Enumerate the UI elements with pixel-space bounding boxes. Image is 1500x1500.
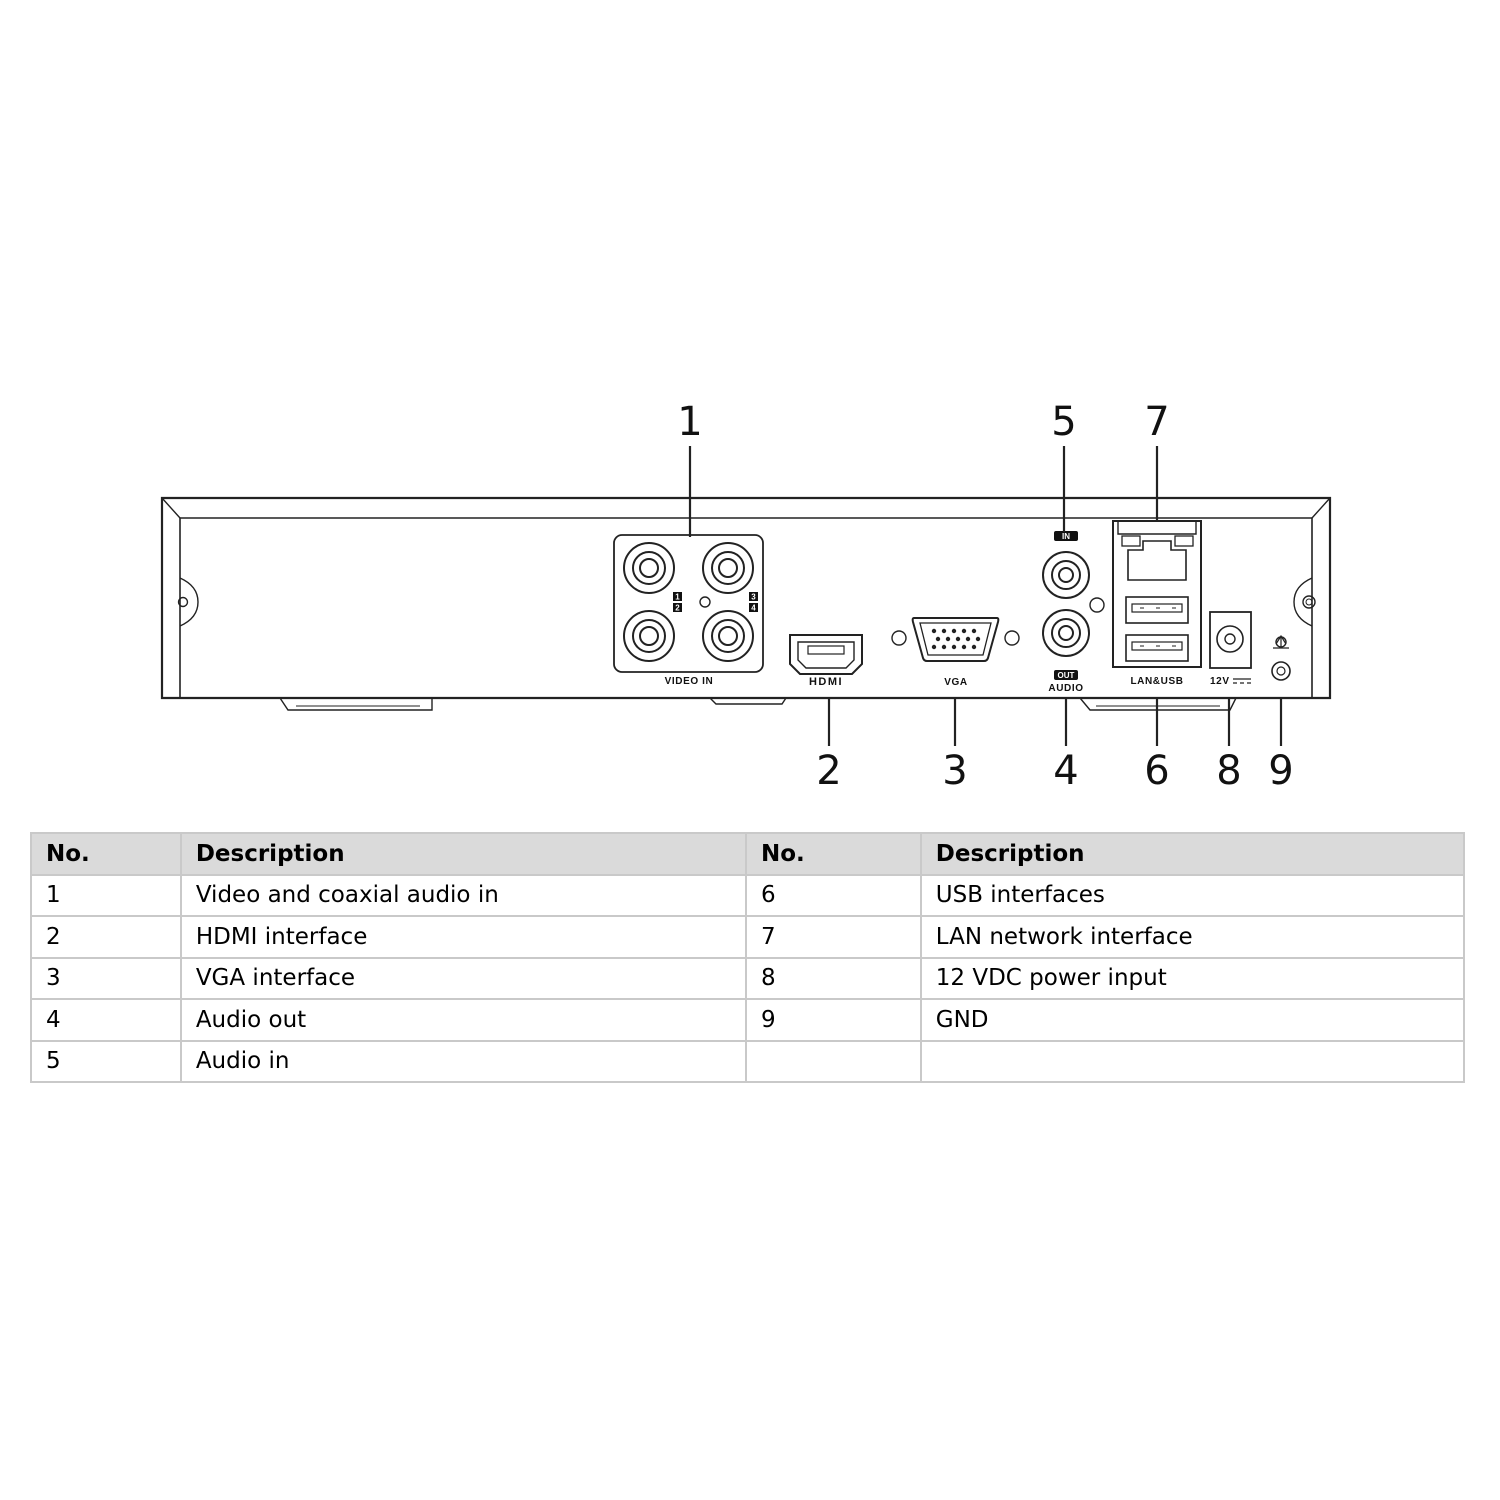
bnc-connector-icon: [702, 542, 754, 594]
cell-no: 5: [30, 1039, 182, 1083]
table-row: 1 Video and coaxial audio in 6 USB inter…: [30, 873, 1466, 917]
header-no: No.: [30, 832, 182, 876]
usb-port-icon: [1125, 634, 1189, 662]
rj45-port-icon: [1117, 521, 1197, 581]
callout-number: 1: [677, 399, 702, 445]
header-description: Description: [179, 832, 747, 876]
audio-out-label: OUT: [1058, 671, 1075, 680]
lan-usb-label: LAN&USB: [1130, 676, 1183, 687]
callout-number: 3: [942, 748, 967, 794]
cell-no: 9: [744, 998, 922, 1042]
vga-port-icon: [891, 617, 1020, 662]
bnc-connector-icon: [623, 542, 675, 594]
hdmi-port-icon: [789, 634, 863, 675]
cell-description: Video and coaxial audio in: [179, 873, 747, 917]
power-label: 12V: [1210, 676, 1230, 687]
cell-description: [919, 1039, 1466, 1083]
callout-number: 5: [1051, 399, 1076, 445]
dc-jack-icon: [1209, 611, 1252, 669]
cell-description: VGA interface: [179, 956, 747, 1000]
cell-no: 8: [744, 956, 922, 1000]
callout-number: 7: [1144, 399, 1169, 445]
bnc-connector-icon: [623, 610, 675, 662]
cell-no: 7: [744, 915, 922, 959]
video-in-block: 1 2 3 4 VIDEO IN: [613, 534, 764, 687]
video-in-label: VIDEO IN: [665, 676, 714, 687]
channel-label: 4: [751, 604, 756, 613]
cell-description: LAN network interface: [919, 915, 1466, 959]
cell-no: 1: [30, 873, 182, 917]
callout-number: 4: [1053, 748, 1078, 794]
channel-label: 1: [675, 593, 680, 602]
channel-label: 2: [675, 604, 680, 613]
cell-description: GND: [919, 998, 1466, 1042]
table-row: 5 Audio in: [30, 1039, 1466, 1083]
rear-panel-diagram: 1 2 3 4 VIDEO IN HDMI VGA IN: [160, 399, 1332, 794]
ground-symbol-icon: [1273, 634, 1289, 649]
audio-in-label: IN: [1062, 532, 1070, 541]
callout-number: 2: [816, 748, 841, 794]
callout-number: 6: [1144, 748, 1169, 794]
rca-jack-icon: [1042, 551, 1090, 599]
table-row: 3 VGA interface 8 12 VDC power input: [30, 956, 1466, 1000]
cell-no: [744, 1039, 922, 1083]
table-header-row: No. Description No. Description: [30, 832, 1466, 876]
cell-no: 2: [30, 915, 182, 959]
header-no: No.: [744, 832, 922, 876]
lan-usb-block: LAN&USB: [1112, 520, 1202, 687]
rca-jack-icon: [1042, 609, 1090, 657]
header-description: Description: [919, 832, 1466, 876]
cell-description: Audio in: [179, 1039, 747, 1083]
callout-number: 9: [1268, 748, 1293, 794]
callout-lines: [688, 446, 1283, 746]
hdmi-label: HDMI: [809, 676, 843, 688]
vga-label: VGA: [944, 677, 967, 688]
ground-terminal: [1271, 661, 1291, 681]
audio-label: AUDIO: [1048, 683, 1083, 694]
interface-table: No. Description No. Description 1 Video …: [30, 832, 1466, 1083]
usb-port-icon: [1125, 596, 1189, 624]
cell-description: Audio out: [179, 998, 747, 1042]
cell-no: 4: [30, 998, 182, 1042]
cell-description: 12 VDC power input: [919, 956, 1466, 1000]
bnc-connector-icon: [702, 610, 754, 662]
callout-number: 8: [1216, 748, 1241, 794]
cell-no: 3: [30, 956, 182, 1000]
cell-description: USB interfaces: [919, 873, 1466, 917]
cell-description: HDMI interface: [179, 915, 747, 959]
table-row: 2 HDMI interface 7 LAN network interface: [30, 915, 1466, 959]
chassis: [160, 496, 1332, 711]
channel-label: 3: [751, 593, 756, 602]
cell-no: 6: [744, 873, 922, 917]
table-row: 4 Audio out 9 GND: [30, 998, 1466, 1042]
audio-block: IN OUT AUDIO: [1042, 531, 1105, 694]
